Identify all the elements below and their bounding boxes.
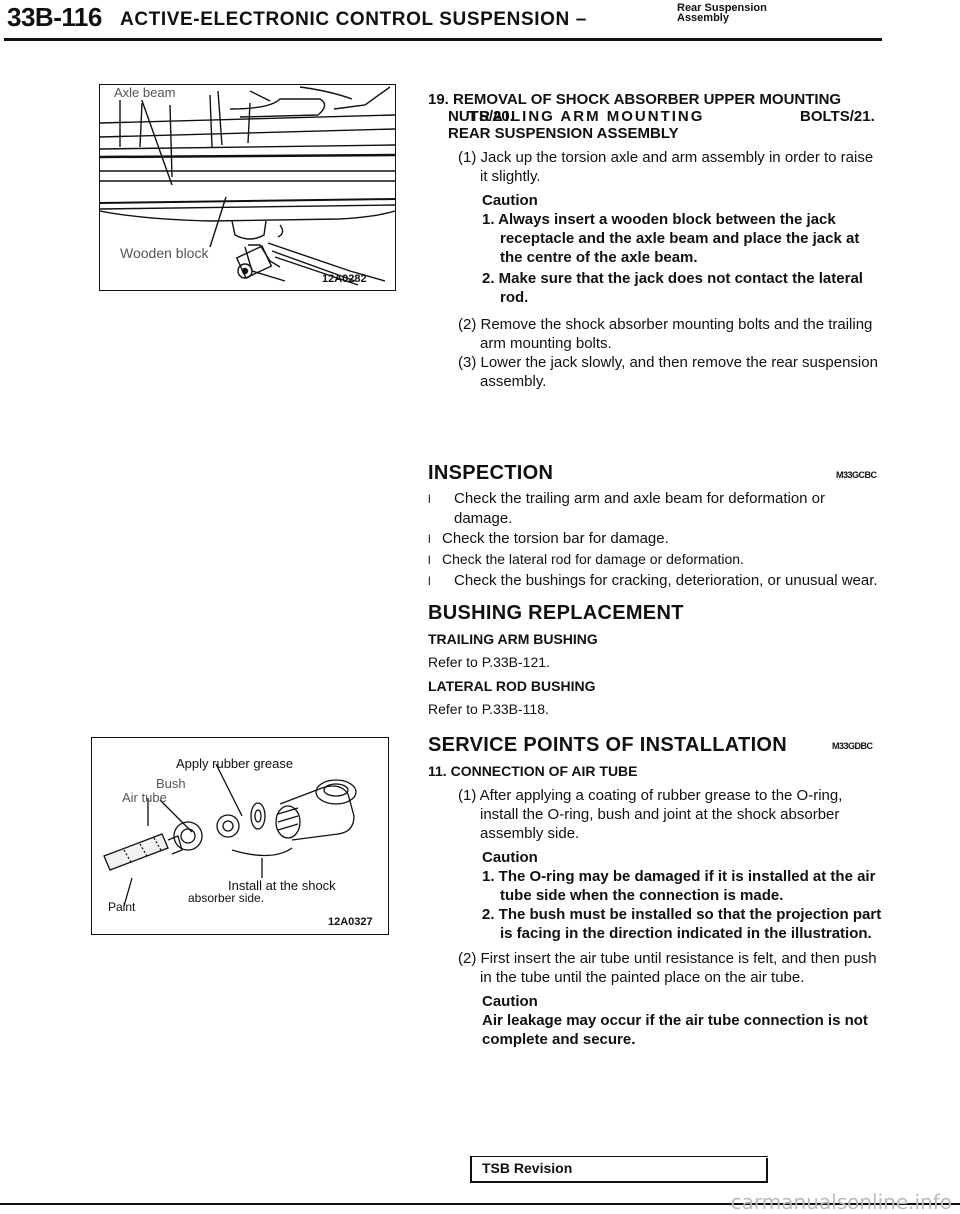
service-body: 11. CONNECTION OF AIR TUBE (1) After app… xyxy=(428,762,882,1049)
figure1-code: 12A0282 xyxy=(322,273,367,285)
removal-heading-line3: REAR SUSPENSION ASSEMBLY xyxy=(448,125,679,142)
service-heading: SERVICE POINTS OF INSTALLATION xyxy=(428,734,788,756)
label-apply-grease: Apply rubber grease xyxy=(176,756,294,771)
service-caution-label: Caution xyxy=(482,849,538,866)
tsb-revision-label: TSB Revision xyxy=(482,1160,573,1176)
section-subtitle-line1: Rear Suspension xyxy=(677,2,767,14)
removal-heading-overlap-b: TRAILING ARM MOUNTING xyxy=(468,108,705,125)
bushing-sub2: LATERAL ROD BUSHING xyxy=(428,678,596,694)
section-subtitle-line2: Assembly xyxy=(677,12,729,24)
bullet-1: l xyxy=(428,492,431,506)
figure-axle-beam: Axle beam Wooden block 12A0282 xyxy=(99,84,396,291)
tsb-box-end xyxy=(766,1158,768,1182)
section-title: ACTIVE-ELECTRONIC CONTROL SUSPENSION – xyxy=(120,9,587,30)
inspection-list: l Check the trailing arm and axle beam fo… xyxy=(428,489,882,591)
bushing-heading: BUSHING REPLACEMENT xyxy=(428,602,684,624)
bullet-4: l xyxy=(428,574,431,588)
removal-heading: 19. REMOVAL OF SHOCK ABSORBER UPPER MOUN… xyxy=(428,91,882,142)
bushing-ref2: Refer to P.33B-118. xyxy=(428,701,549,717)
inspection-item-2: l Check the torsion bar for damage. xyxy=(428,529,882,549)
inspection-item-1-text: Check the trailing arm and axle beam for… xyxy=(454,490,826,527)
removal-heading-overlap-a: NUTS/20. xyxy=(448,108,514,125)
label-paint: Paint xyxy=(108,900,136,914)
removal-body: (1) Jack up the torsion axle and arm ass… xyxy=(428,148,882,391)
header-rule xyxy=(4,38,882,41)
label-install-2: absorber side. xyxy=(188,891,265,905)
label-air-tube: Air tube xyxy=(122,790,167,805)
inspection-item-1: l Check the trailing arm and axle beam fo… xyxy=(428,489,882,528)
label-install: Install at the shock xyxy=(228,878,336,893)
tsb-revision-box: TSB Revision xyxy=(470,1156,768,1183)
removal-caution1: 1. Always insert a wooden block between … xyxy=(482,211,860,266)
removal-caution2: 2. Make sure that the jack does not cont… xyxy=(482,270,863,306)
footer-rule xyxy=(0,1203,960,1205)
removal-heading-line1: 19. REMOVAL OF SHOCK ABSORBER UPPER MOUN… xyxy=(428,91,842,108)
bullet-2: l xyxy=(428,532,431,546)
removal-heading-overlap-c: BOLTS/21. xyxy=(800,108,875,125)
inspection-item-4-text: Check the bushings for cracking, deterio… xyxy=(454,572,878,589)
figure-air-tube: Apply rubber grease Bush Air tube Instal… xyxy=(91,737,389,935)
bullet-3: l xyxy=(428,553,431,567)
label-wooden-block: Wooden block xyxy=(120,245,209,261)
page-number: 33B-116 xyxy=(7,2,102,32)
service-step2: (2) First insert the air tube until resi… xyxy=(458,950,877,986)
inspection-item-3: l Check the lateral rod for damage or def… xyxy=(428,550,882,570)
service-caution1: 1. The O-ring may be damaged if it is in… xyxy=(482,868,876,904)
removal-step2: (2) Remove the shock absorber mounting b… xyxy=(458,316,873,352)
service-sub: 11. CONNECTION OF AIR TUBE xyxy=(428,763,638,779)
inspection-code: M33GCBC xyxy=(836,470,877,480)
service-step1: (1) After applying a coating of rubber g… xyxy=(458,787,843,842)
label-axle-beam: Axle beam xyxy=(114,85,176,100)
inspection-item-4: l Check the bushings for cracking, deteri… xyxy=(428,571,882,591)
service-caution2: 2. The bush must be installed so that th… xyxy=(482,906,882,942)
bushing-sub1: TRAILING ARM BUSHING xyxy=(428,631,598,647)
service-caution2-label: Caution xyxy=(482,993,538,1010)
inspection-heading: INSPECTION xyxy=(428,462,554,484)
service-code: M33GDBC xyxy=(832,741,873,751)
removal-caution-label: Caution xyxy=(482,192,538,209)
bushing-ref1: Refer to P.33B-121. xyxy=(428,654,550,670)
section-subtitle: Rear Suspension Assembly xyxy=(677,2,767,24)
removal-step1: (1) Jack up the torsion axle and arm ass… xyxy=(458,149,874,185)
figure2-code: 12A0327 xyxy=(328,916,373,928)
watermark: carmanualsonline.info xyxy=(730,1190,952,1214)
bushing-body: TRAILING ARM BUSHING Refer to P.33B-121.… xyxy=(428,630,882,718)
air-tube-illustration xyxy=(103,763,357,907)
inspection-item-3-text: Check the lateral rod for damage or defo… xyxy=(442,551,744,567)
label-bush: Bush xyxy=(156,776,186,791)
axle-beam-illustration xyxy=(99,86,396,286)
inspection-item-2-text: Check the torsion bar for damage. xyxy=(442,530,669,547)
removal-step3: (3) Lower the jack slowly, and then remo… xyxy=(458,354,878,390)
service-caution3: Air leakage may occur if the air tube co… xyxy=(482,1012,868,1048)
